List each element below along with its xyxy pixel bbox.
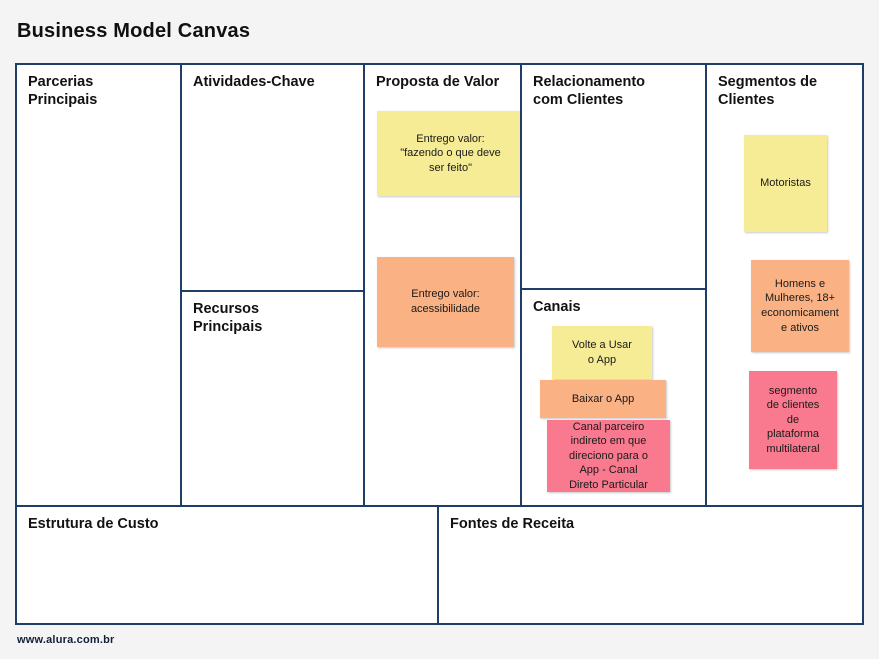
block-atividades-chave[interactable]: Atividades-Chave [182, 65, 363, 290]
sticky-note-canais-3[interactable]: Canal parceiro indireto em que direciono… [547, 420, 670, 492]
divider-horizontal-recursos [182, 290, 363, 292]
block-title-relacionamento-com-clientes: Relacionamento com Clientes [533, 74, 645, 109]
block-parcerias-principais[interactable]: Parcerias Principais [17, 65, 180, 505]
sticky-note-proposta-valor-2[interactable]: Entrego valor: acessibilidade [377, 257, 514, 347]
block-proposta-de-valor[interactable]: Proposta de Valor Entrego valor: "fazend… [365, 65, 520, 505]
block-title-recursos-principais: Recursos Principais [193, 301, 263, 336]
block-title-parcerias-principais: Parcerias Principais [28, 74, 98, 109]
sticky-note-segmentos-1[interactable]: Motoristas [744, 135, 827, 232]
divider-vertical-4 [705, 65, 707, 505]
sticky-note-canais-1[interactable]: Volte a Usar o App [552, 326, 652, 379]
block-title-proposta-de-valor: Proposta de Valor [376, 74, 500, 90]
sticky-note-canais-2[interactable]: Baixar o App [540, 380, 666, 418]
sticky-note-segmentos-2[interactable]: Homens e Mulheres, 18+ economicament e a… [751, 260, 849, 352]
divider-vertical-2 [363, 65, 365, 505]
block-title-atividades-chave: Atividades-Chave [193, 74, 315, 90]
divider-horizontal-bottom-row [17, 505, 862, 507]
block-segmentos-de-clientes[interactable]: Segmentos de Clientes Motoristas Homens … [707, 65, 862, 505]
block-estrutura-de-custo[interactable]: Estrutura de Custo [17, 507, 437, 623]
divider-vertical-1 [180, 65, 182, 505]
block-recursos-principais[interactable]: Recursos Principais [182, 292, 363, 505]
divider-horizontal-canais [522, 288, 705, 290]
sticky-note-proposta-valor-1[interactable]: Entrego valor: "fazendo o que deve ser f… [377, 111, 520, 196]
block-title-fontes-de-receita: Fontes de Receita [450, 516, 575, 532]
page-title: Business Model Canvas [17, 20, 251, 42]
divider-vertical-3 [520, 65, 522, 505]
block-relacionamento-com-clientes[interactable]: Relacionamento com Clientes [522, 65, 705, 288]
block-canais[interactable]: Canais Volte a Usar o App Baixar o App C… [522, 290, 705, 505]
block-title-canais: Canais [533, 299, 581, 315]
block-title-segmentos-de-clientes: Segmentos de Clientes [718, 74, 818, 109]
divider-vertical-bottom-row [437, 507, 439, 623]
block-fontes-de-receita[interactable]: Fontes de Receita [439, 507, 862, 623]
footer-url: www.alura.com.br [17, 634, 115, 646]
sticky-note-segmentos-3[interactable]: segmento de clientes de plataforma multi… [749, 371, 837, 469]
business-model-canvas-frame: Parcerias Principais Atividades-Chave Re… [15, 63, 864, 625]
block-title-estrutura-de-custo: Estrutura de Custo [28, 516, 159, 532]
